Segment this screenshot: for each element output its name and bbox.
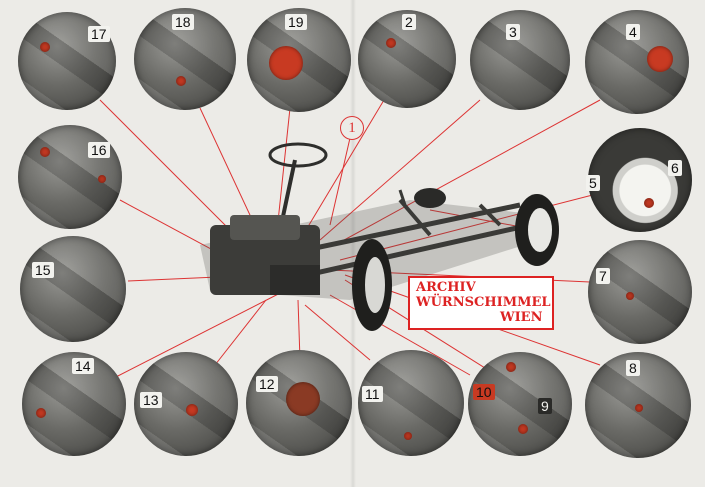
- detail-photo-3: [470, 10, 570, 110]
- detail-photo-18: [134, 8, 236, 110]
- detail-number-3: 3: [506, 24, 520, 40]
- detail-number-8: 8: [626, 360, 640, 376]
- detail-number-13: 13: [140, 392, 162, 408]
- detail-photo-16: [18, 125, 122, 229]
- stamp-line-archiv: ARCHIV: [416, 280, 476, 295]
- leader-line-10: [329, 294, 471, 376]
- part-highlight: [186, 404, 198, 416]
- detail-photo-12: [246, 350, 352, 456]
- detail-number-7: 7: [596, 268, 610, 284]
- detail-number-18: 18: [172, 14, 194, 30]
- leader-line-4: [334, 99, 601, 246]
- part-highlight: [286, 382, 320, 416]
- archive-stamp: ARCHIV WÜRNSCHIMMEL WIEN: [408, 276, 554, 330]
- stamp-line-city: WIEN: [500, 310, 543, 325]
- leader-line-11: [304, 304, 371, 361]
- part-highlight: [404, 432, 412, 440]
- detail-photo-13: [134, 352, 238, 456]
- detail-number-14: 14: [72, 358, 94, 374]
- detail-number-16: 16: [88, 142, 110, 158]
- detail-number-4: 4: [626, 24, 640, 40]
- detail-number-19: 19: [285, 14, 307, 30]
- part-highlight: [269, 46, 303, 80]
- detail-number-10: 10: [473, 384, 495, 400]
- detail-number-12: 12: [256, 376, 278, 392]
- engine-block: [210, 215, 320, 295]
- leader-line-1: [329, 137, 351, 226]
- detail-number-9: 9: [538, 398, 552, 414]
- detail-number-11: 11: [362, 386, 383, 402]
- detail-number-2: 2: [402, 14, 416, 30]
- leader-line-5: [339, 189, 613, 261]
- part-highlight: [635, 404, 643, 412]
- detail-number-5: 5: [586, 175, 600, 191]
- part-highlight: [36, 408, 46, 418]
- detail-photo-11: [358, 350, 464, 456]
- detail-photo-7: [588, 240, 692, 344]
- part-highlight: [176, 76, 186, 86]
- page-fold: [350, 0, 356, 487]
- stamp-line-name: WÜRNSCHIMMEL: [416, 295, 551, 310]
- detail-photo-15: [20, 236, 126, 342]
- part-highlight: [40, 147, 50, 157]
- part-highlight: [506, 362, 516, 372]
- front-wheel: [352, 239, 392, 331]
- detail-photo-9-10: [468, 352, 572, 456]
- part-highlight: [644, 198, 654, 208]
- part-highlight: [98, 175, 106, 183]
- detail-number-15: 15: [32, 262, 54, 278]
- leader-line-3: [319, 99, 481, 241]
- callout-1: 1: [340, 116, 364, 140]
- part-highlight: [626, 292, 634, 300]
- leader-line-13: [214, 299, 267, 366]
- part-highlight: [40, 42, 50, 52]
- leader-line-2: [299, 99, 385, 241]
- part-highlight: [647, 46, 673, 72]
- spare-wheel: [414, 188, 446, 208]
- detail-photo-5-6: [588, 128, 692, 232]
- detail-number-17: 17: [88, 26, 110, 42]
- detail-number-6: 6: [668, 160, 682, 176]
- part-highlight: [386, 38, 396, 48]
- part-highlight: [518, 424, 528, 434]
- leader-line-14: [109, 287, 291, 381]
- rear-wheel: [515, 194, 559, 266]
